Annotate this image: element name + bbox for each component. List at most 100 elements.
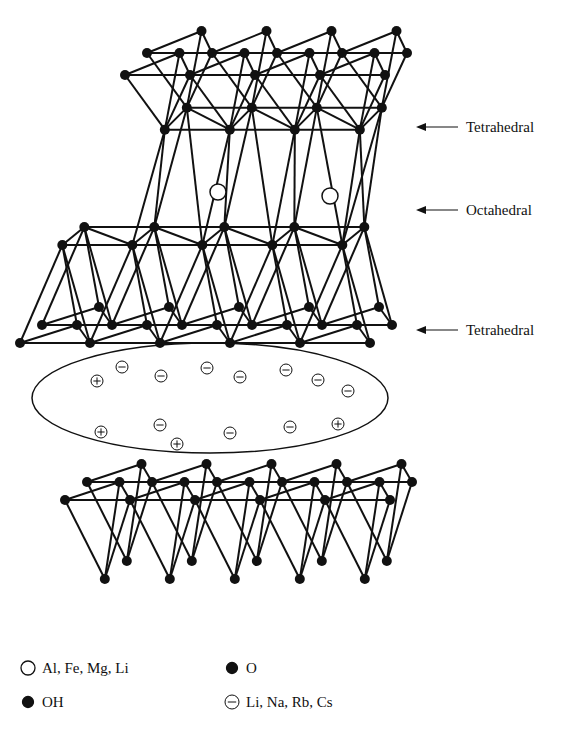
oxygen-atom <box>234 302 244 312</box>
legend-symbol <box>23 697 34 708</box>
bond-line <box>65 500 105 579</box>
bond-line <box>277 53 317 108</box>
octahedral-edge <box>187 108 203 245</box>
arrow-head <box>416 123 426 131</box>
octahedral-edge <box>154 226 224 228</box>
ion-sign <box>203 368 210 369</box>
oxygen-atom <box>149 222 159 232</box>
bond-line <box>252 307 309 325</box>
bond-line <box>364 227 392 325</box>
bond-line <box>317 31 332 108</box>
bond-line <box>347 464 402 482</box>
bond-line <box>342 53 382 108</box>
ion-sign <box>118 367 125 368</box>
bond-line <box>112 227 154 325</box>
interlayer-region <box>32 343 388 453</box>
oxygen-atom <box>142 48 152 58</box>
bond-line <box>154 227 169 307</box>
ion-sign <box>314 380 321 381</box>
oxygen-atom <box>312 103 322 113</box>
interlayer-ions <box>91 361 354 450</box>
oxygen-atom <box>305 48 315 58</box>
octahedral-edge <box>293 130 296 227</box>
bond-line <box>282 482 322 561</box>
leader-line <box>424 126 458 127</box>
oxygen-atom <box>219 222 229 232</box>
bond-line <box>294 227 309 307</box>
octahedral-edge <box>272 244 342 246</box>
octahedral-edge <box>165 129 230 131</box>
octahedral-edge <box>84 226 154 228</box>
bond-line <box>147 53 187 108</box>
ion-symbol <box>95 426 107 438</box>
octahedral-edge <box>230 129 295 131</box>
ion-sign <box>282 370 289 371</box>
leader-arrows <box>416 123 458 334</box>
bond-line <box>112 307 169 325</box>
oxygen-atom <box>267 240 277 250</box>
octahedral-edge <box>202 130 230 245</box>
bond-line <box>190 74 255 76</box>
oxygen-atom <box>380 70 390 80</box>
bond-line <box>342 245 357 325</box>
ion-sign <box>286 427 293 428</box>
bond-line <box>202 245 230 343</box>
oxygen-atom <box>385 495 395 505</box>
octahedral-edge <box>154 227 202 245</box>
oxygen-atom <box>327 26 337 36</box>
bond-line <box>42 307 99 325</box>
oxygen-atom <box>252 556 262 566</box>
bond-line <box>132 245 160 343</box>
oxygen-atom <box>125 495 135 505</box>
bond-line <box>365 500 390 579</box>
oxygen-atom <box>387 320 397 330</box>
bond-line <box>382 31 397 108</box>
atom-dots <box>15 26 417 584</box>
oxygen-atom <box>79 222 89 232</box>
oxygen-atom <box>282 320 292 330</box>
oxygen-atom <box>107 320 117 330</box>
bond-line <box>90 342 160 344</box>
octahedral-edge <box>252 108 273 245</box>
oxygen-atom <box>212 320 222 330</box>
bond-line <box>182 227 224 325</box>
oxygen-atom <box>155 338 165 348</box>
bond-line <box>130 500 170 579</box>
oxygen-atom <box>374 302 384 312</box>
bond-line <box>87 482 127 561</box>
bond-line <box>325 500 365 579</box>
bond-line <box>255 75 295 130</box>
legend-swatch <box>21 661 35 675</box>
oxygen-atom <box>57 240 67 250</box>
bond-line <box>224 227 239 307</box>
bond-line <box>170 500 195 579</box>
oxygen-atom <box>197 240 207 250</box>
bond-line <box>125 53 180 75</box>
bond-line <box>300 500 325 579</box>
arrow-head <box>416 206 426 214</box>
bond-line <box>347 482 387 561</box>
oxygen-atom <box>85 338 95 348</box>
bond-line <box>192 482 217 561</box>
octahedral-edge <box>154 130 165 227</box>
ion-symbol <box>312 374 324 386</box>
oxygen-atom <box>247 103 257 113</box>
oxygen-atom <box>122 556 132 566</box>
ion-sign <box>226 433 233 434</box>
bond-line <box>217 482 257 561</box>
bond-line <box>252 53 277 108</box>
bond-line <box>342 31 397 53</box>
legend-text: OH <box>42 692 64 712</box>
bond-line <box>160 325 217 343</box>
oxygen-atom <box>277 477 287 487</box>
ion-sign <box>157 376 164 377</box>
bond-line <box>257 464 272 561</box>
bond-line <box>252 227 294 325</box>
ion-symbol <box>224 427 236 439</box>
legend-symbol <box>21 661 35 675</box>
oxygen-atom <box>120 70 130 80</box>
ion-symbol <box>332 418 344 430</box>
oxygen-atom <box>180 477 190 487</box>
oxygen-atom <box>359 222 369 232</box>
ion-symbol <box>201 362 213 374</box>
